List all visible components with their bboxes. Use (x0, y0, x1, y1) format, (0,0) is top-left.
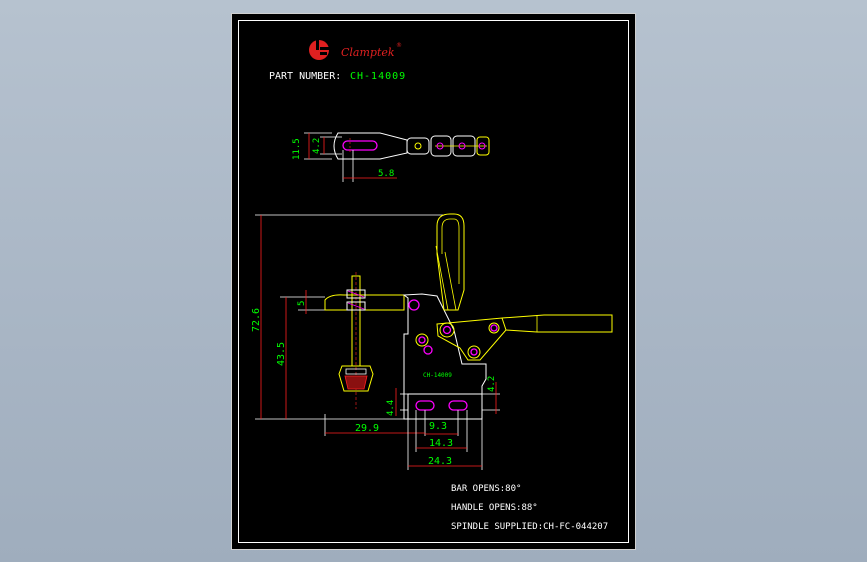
top-view: 11.5 4.2 5.8 (292, 132, 490, 182)
dim-spindle-height: 43.5 (276, 342, 287, 366)
body-part-marking: CH-14009 (423, 372, 452, 379)
dim-base-right-offset: 4.2 (487, 376, 497, 392)
logo-brand-text: Clamptek (341, 46, 395, 59)
drawing-sheet: Clamptek ® PART NUMBER: CH-14009 11.5 4.… (231, 13, 636, 550)
part-number-label: PART NUMBER: (269, 71, 341, 82)
dim-top-slot-height: 4.2 (312, 138, 322, 154)
dim-arm-thickness: 5 (297, 301, 307, 306)
logo-registered-mark: ® (396, 42, 402, 49)
dim-top-slot-width: 5.8 (378, 169, 394, 179)
dim-base-inner-width: 14.3 (429, 438, 453, 449)
part-number-value: CH-14009 (350, 71, 406, 82)
notes: BAR OPENS:80° HANDLE OPENS:88° SPINDLE S… (451, 484, 608, 532)
note-bar-opens: BAR OPENS:80° (451, 484, 521, 494)
note-handle-opens: HANDLE OPENS:88° (451, 503, 538, 513)
dim-base-left-offset: 4.4 (386, 400, 396, 416)
front-view: 72.6 43.5 5 CH-14009 (251, 213, 613, 470)
dim-overall-height: 72.6 (251, 308, 262, 332)
dim-reach: 29.9 (355, 423, 379, 434)
cad-drawing: Clamptek ® PART NUMBER: CH-14009 11.5 4.… (251, 40, 613, 532)
note-spindle-supplied: SPINDLE SUPPLIED:CH-FC-044207 (451, 522, 608, 532)
drawing-border (238, 20, 629, 543)
dim-hole-pitch: 9.3 (429, 421, 447, 432)
dim-base-overall-width: 24.3 (428, 456, 452, 467)
clamptek-logo: Clamptek ® (309, 40, 402, 60)
dim-top-height: 11.5 (292, 138, 302, 160)
